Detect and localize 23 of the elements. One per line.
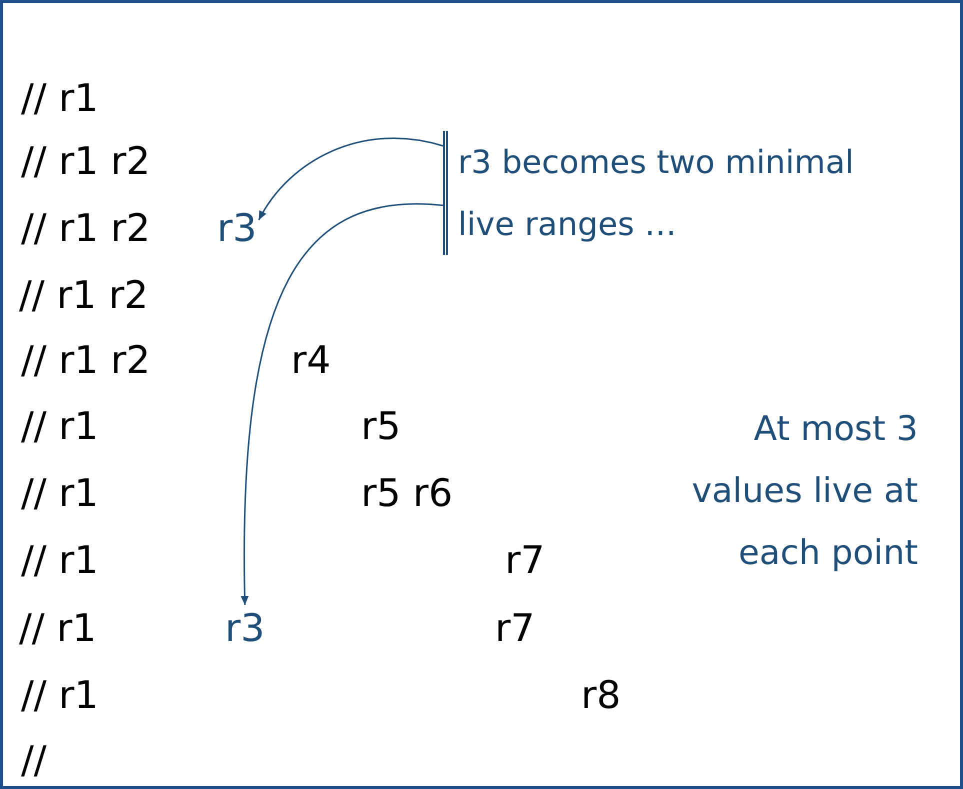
code-comment-text: // r1 <box>21 75 98 121</box>
register-name: r5 r6 <box>361 470 453 516</box>
code-comment-text: // r1 r2 <box>21 205 150 251</box>
register-name: r3 <box>225 605 265 651</box>
arrow <box>258 138 444 220</box>
code-comment-text: // r1 <box>21 537 98 583</box>
code-comment-text: // r1 <box>21 470 98 516</box>
code-comment-text: // <box>21 737 47 783</box>
register-name: r3 <box>217 205 257 251</box>
code-comment-text: // r1 r2 <box>21 138 150 184</box>
code-comment-text: // r1 r2 <box>21 337 150 383</box>
register-name: r8 <box>581 672 621 718</box>
register-name: r5 <box>361 403 401 449</box>
code-comment-text: // r1 <box>21 403 98 449</box>
code-comment-text: // r1 <box>19 605 96 651</box>
code-comment-text: // r1 <box>21 672 98 718</box>
annotation-note: At most 3 values live at each point <box>690 408 918 575</box>
arrow <box>240 203 444 605</box>
register-name: r7 <box>495 605 535 651</box>
register-name: r7 <box>505 537 545 583</box>
register-name: r4 <box>291 337 331 383</box>
bracketed-note: r3 becomes two minimal live ranges … <box>443 131 858 255</box>
code-comment-text: // r1 r2 <box>19 272 148 318</box>
